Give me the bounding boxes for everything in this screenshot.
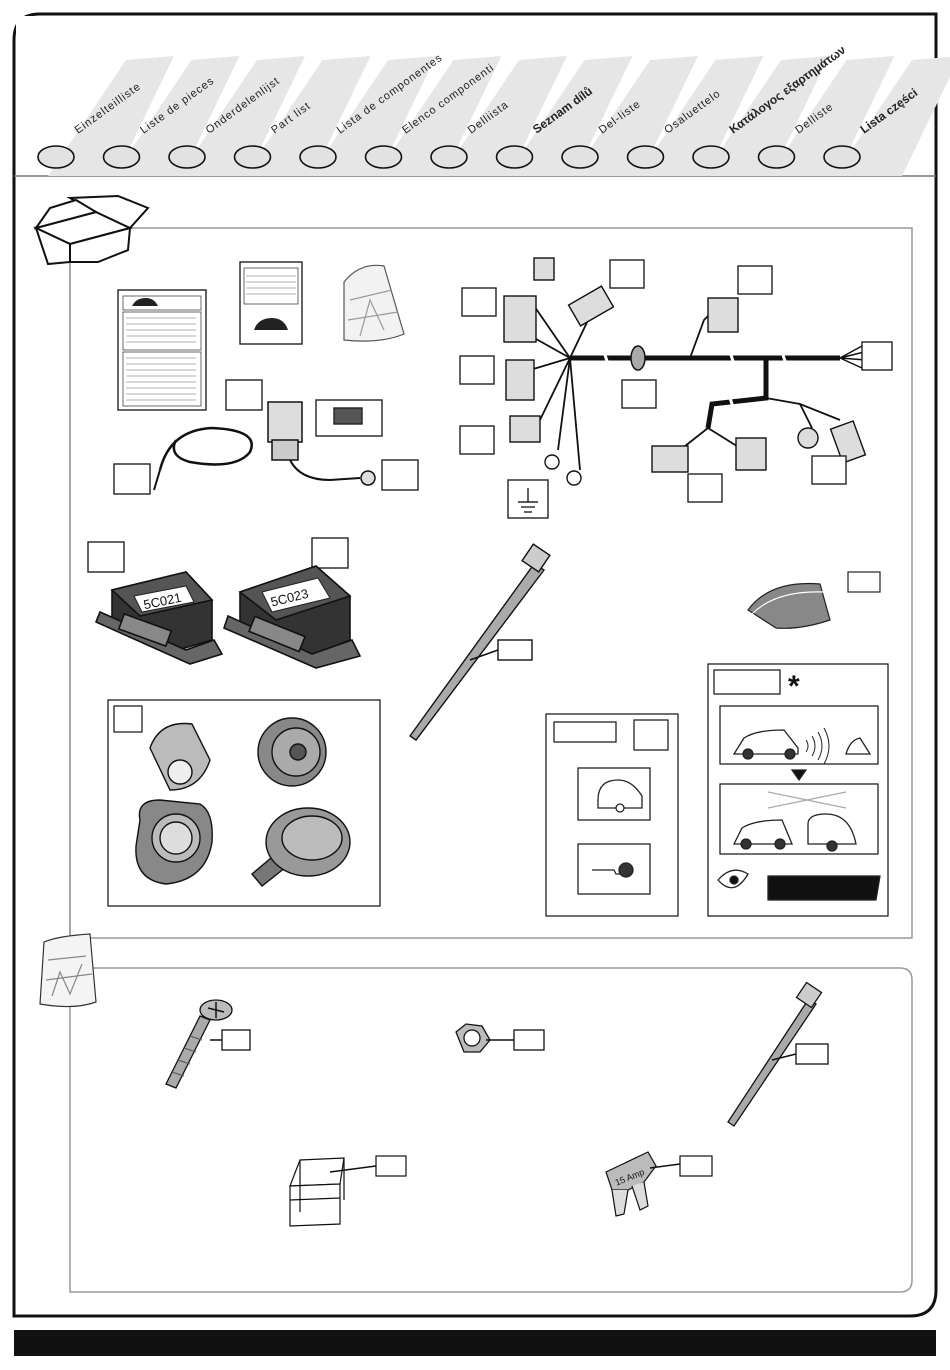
- language-tab-circle: [824, 146, 860, 168]
- language-tab-circle: [235, 146, 271, 168]
- instruction-sheet-large: [118, 290, 206, 410]
- bag-panel: [70, 968, 912, 1292]
- language-tab-circle: [759, 146, 795, 168]
- language-tab-circle: [628, 146, 664, 168]
- language-tab-circle: [38, 146, 74, 168]
- switch-panel: [546, 714, 678, 916]
- relay-module-small: [316, 400, 382, 436]
- footer-bar: [14, 1330, 936, 1356]
- label-box: [226, 380, 262, 410]
- language-tab-circle: [562, 146, 598, 168]
- socket-seal-disc: [258, 718, 326, 786]
- language-tab-circle: [497, 146, 533, 168]
- language-tab-circle: [104, 146, 140, 168]
- language-tab-circle: [693, 146, 729, 168]
- language-tab-circle: [431, 146, 467, 168]
- language-tab-circle: [300, 146, 336, 168]
- asterisk-symbol: *: [788, 670, 800, 703]
- language-tab-circle: [169, 146, 205, 168]
- instruction-sheet-small: [240, 262, 302, 344]
- plastic-bag-icon: [40, 934, 96, 1007]
- ground-symbol: [508, 480, 548, 518]
- language-tab-circle: [366, 146, 402, 168]
